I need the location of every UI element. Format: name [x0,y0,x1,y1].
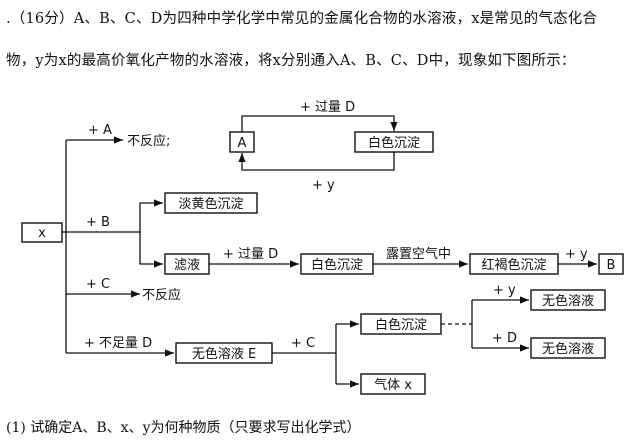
label-plus-y-low: + y [493,283,516,298]
node-pale-yellow-precip-label: 淡黄色沉淀 [178,196,243,212]
question-line-1: .（16分）A、B、C、D为四种中学化学中常见的金属化合物的水溶液，x是常见的气… [6,11,598,27]
label-plus-B: + B [86,215,110,230]
label-excess-D-mid: + 过量 D [223,247,278,262]
arrow-excess-D-top [241,115,398,132]
label-plus-C-low: + C [291,336,315,351]
arrow-to-filtrate [139,232,163,268]
label-plus-D-low: + D [492,331,517,346]
label-excess-D-top: + 过量 D [300,100,355,115]
node-gas-x [360,373,426,395]
node-white-precip-low-label: 白色沉淀 [375,317,427,333]
node-filtrate-label: 滤液 [174,258,200,273]
node-colorless-solution-E-label: 无色溶液 E [192,346,256,362]
text-no-reaction-semicolon: 不反应; [127,133,170,149]
node-white-precip-mid-label: 白色沉淀 [311,257,363,273]
node-colorless-solution-2-label: 无色溶液 [542,341,594,357]
question-line-2: 物，y为x的最高价氧化产物的水溶液，将x分别通入A、B、C、D中，现象如下图所示… [6,53,576,69]
label-plus-C: + C [86,277,110,292]
node-gas-x-label: 气体 x [374,377,412,393]
label-insufficient-D: + 不足量 D [84,336,152,351]
label-plus-A: + A [88,123,112,138]
node-A-label: A [238,136,247,151]
label-plus-y-mid: + y [565,247,588,262]
arrow-plus-y-top [238,152,395,171]
node-white-precip-top-label: 白色沉淀 [368,135,420,151]
text-no-reaction: 不反应 [142,287,181,303]
node-B [598,253,624,275]
node-colorless-solution-2 [530,337,606,359]
node-B-label: B [607,258,616,273]
sub-question-1: (1) 试确定A、B、x、y为何种物质（只要求写出化学式） [6,420,361,436]
label-plus-y-top: + y [312,178,335,193]
arrow-to-pale-yellow [66,199,163,233]
node-x-label: x [38,226,46,241]
node-pale-yellow-precip [164,192,258,214]
node-red-brown-precip-label: 红褐色沉淀 [481,257,546,273]
node-colorless-solution-1 [530,289,606,311]
node-colorless-solution-1-label: 无色溶液 [542,293,594,309]
label-expose-air: 露置空气中 [386,246,451,262]
